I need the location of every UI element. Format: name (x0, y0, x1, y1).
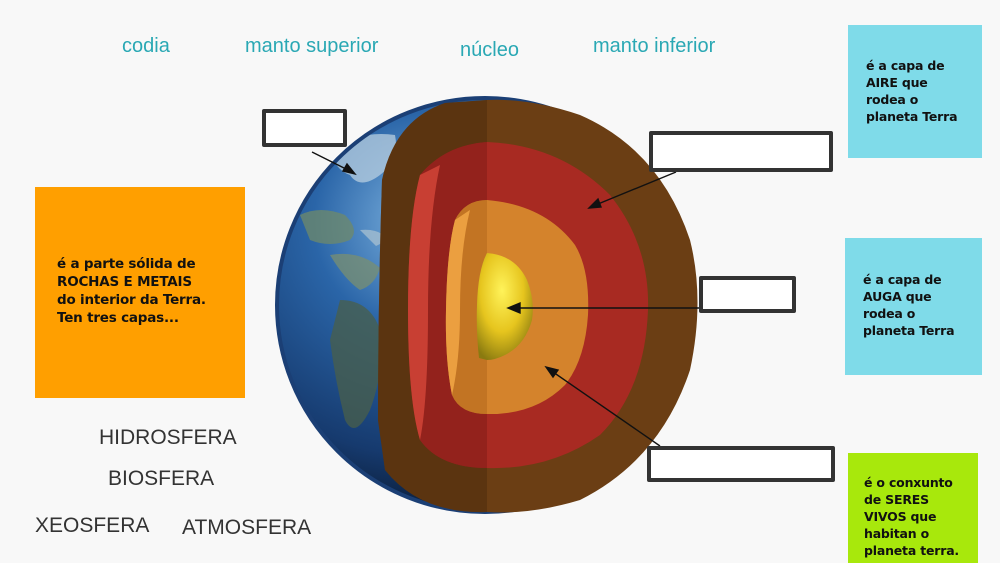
sphere-word-biosfera[interactable]: BIOSFERA (108, 467, 215, 490)
inner-core-layer (476, 253, 533, 360)
xeosfera-card-text: é a parte sólida de ROCHAS E METAIS do i… (57, 256, 206, 326)
hidrosfera-card[interactable]: é a capa de AUGA que rodea o planeta Ter… (845, 238, 982, 375)
crust-drop-zone[interactable] (262, 109, 347, 147)
sphere-word-xeosfera[interactable]: XEOSFERA (35, 514, 150, 537)
biosfera-card[interactable]: é o conxunto de SERES VIVOS que habitan … (848, 453, 978, 563)
hidrosfera-card-text: é a capa de AUGA que rodea o planeta Ter… (863, 272, 955, 338)
atmosfera-card-text: é a capa de AIRE que rodea o planeta Ter… (866, 58, 958, 124)
xeosfera-card[interactable]: é a parte sólida de ROCHAS E METAIS do i… (35, 187, 245, 398)
biosfera-card-text: é o conxunto de SERES VIVOS que habitan … (864, 475, 959, 558)
pointer-arrows (311, 151, 700, 447)
atmosfera-card[interactable]: é a capa de AIRE que rodea o planeta Ter… (848, 25, 982, 158)
upper-mantle-drop-zone[interactable] (647, 446, 835, 482)
earth-layers (378, 99, 698, 513)
sphere-word-hidrosfera[interactable]: HIDROSFERA (99, 426, 237, 449)
core-drop-zone[interactable] (699, 276, 796, 313)
layer-word-codia[interactable]: codia (122, 35, 170, 57)
layer-word-manto-superior[interactable]: manto superior (245, 35, 379, 57)
layer-word-nucleo[interactable]: núcleo (460, 39, 519, 61)
sphere-word-atmosfera[interactable]: ATMOSFERA (182, 516, 312, 539)
lower-mantle-drop-zone[interactable] (649, 131, 833, 172)
layer-word-manto-inferior[interactable]: manto inferior (593, 35, 716, 57)
